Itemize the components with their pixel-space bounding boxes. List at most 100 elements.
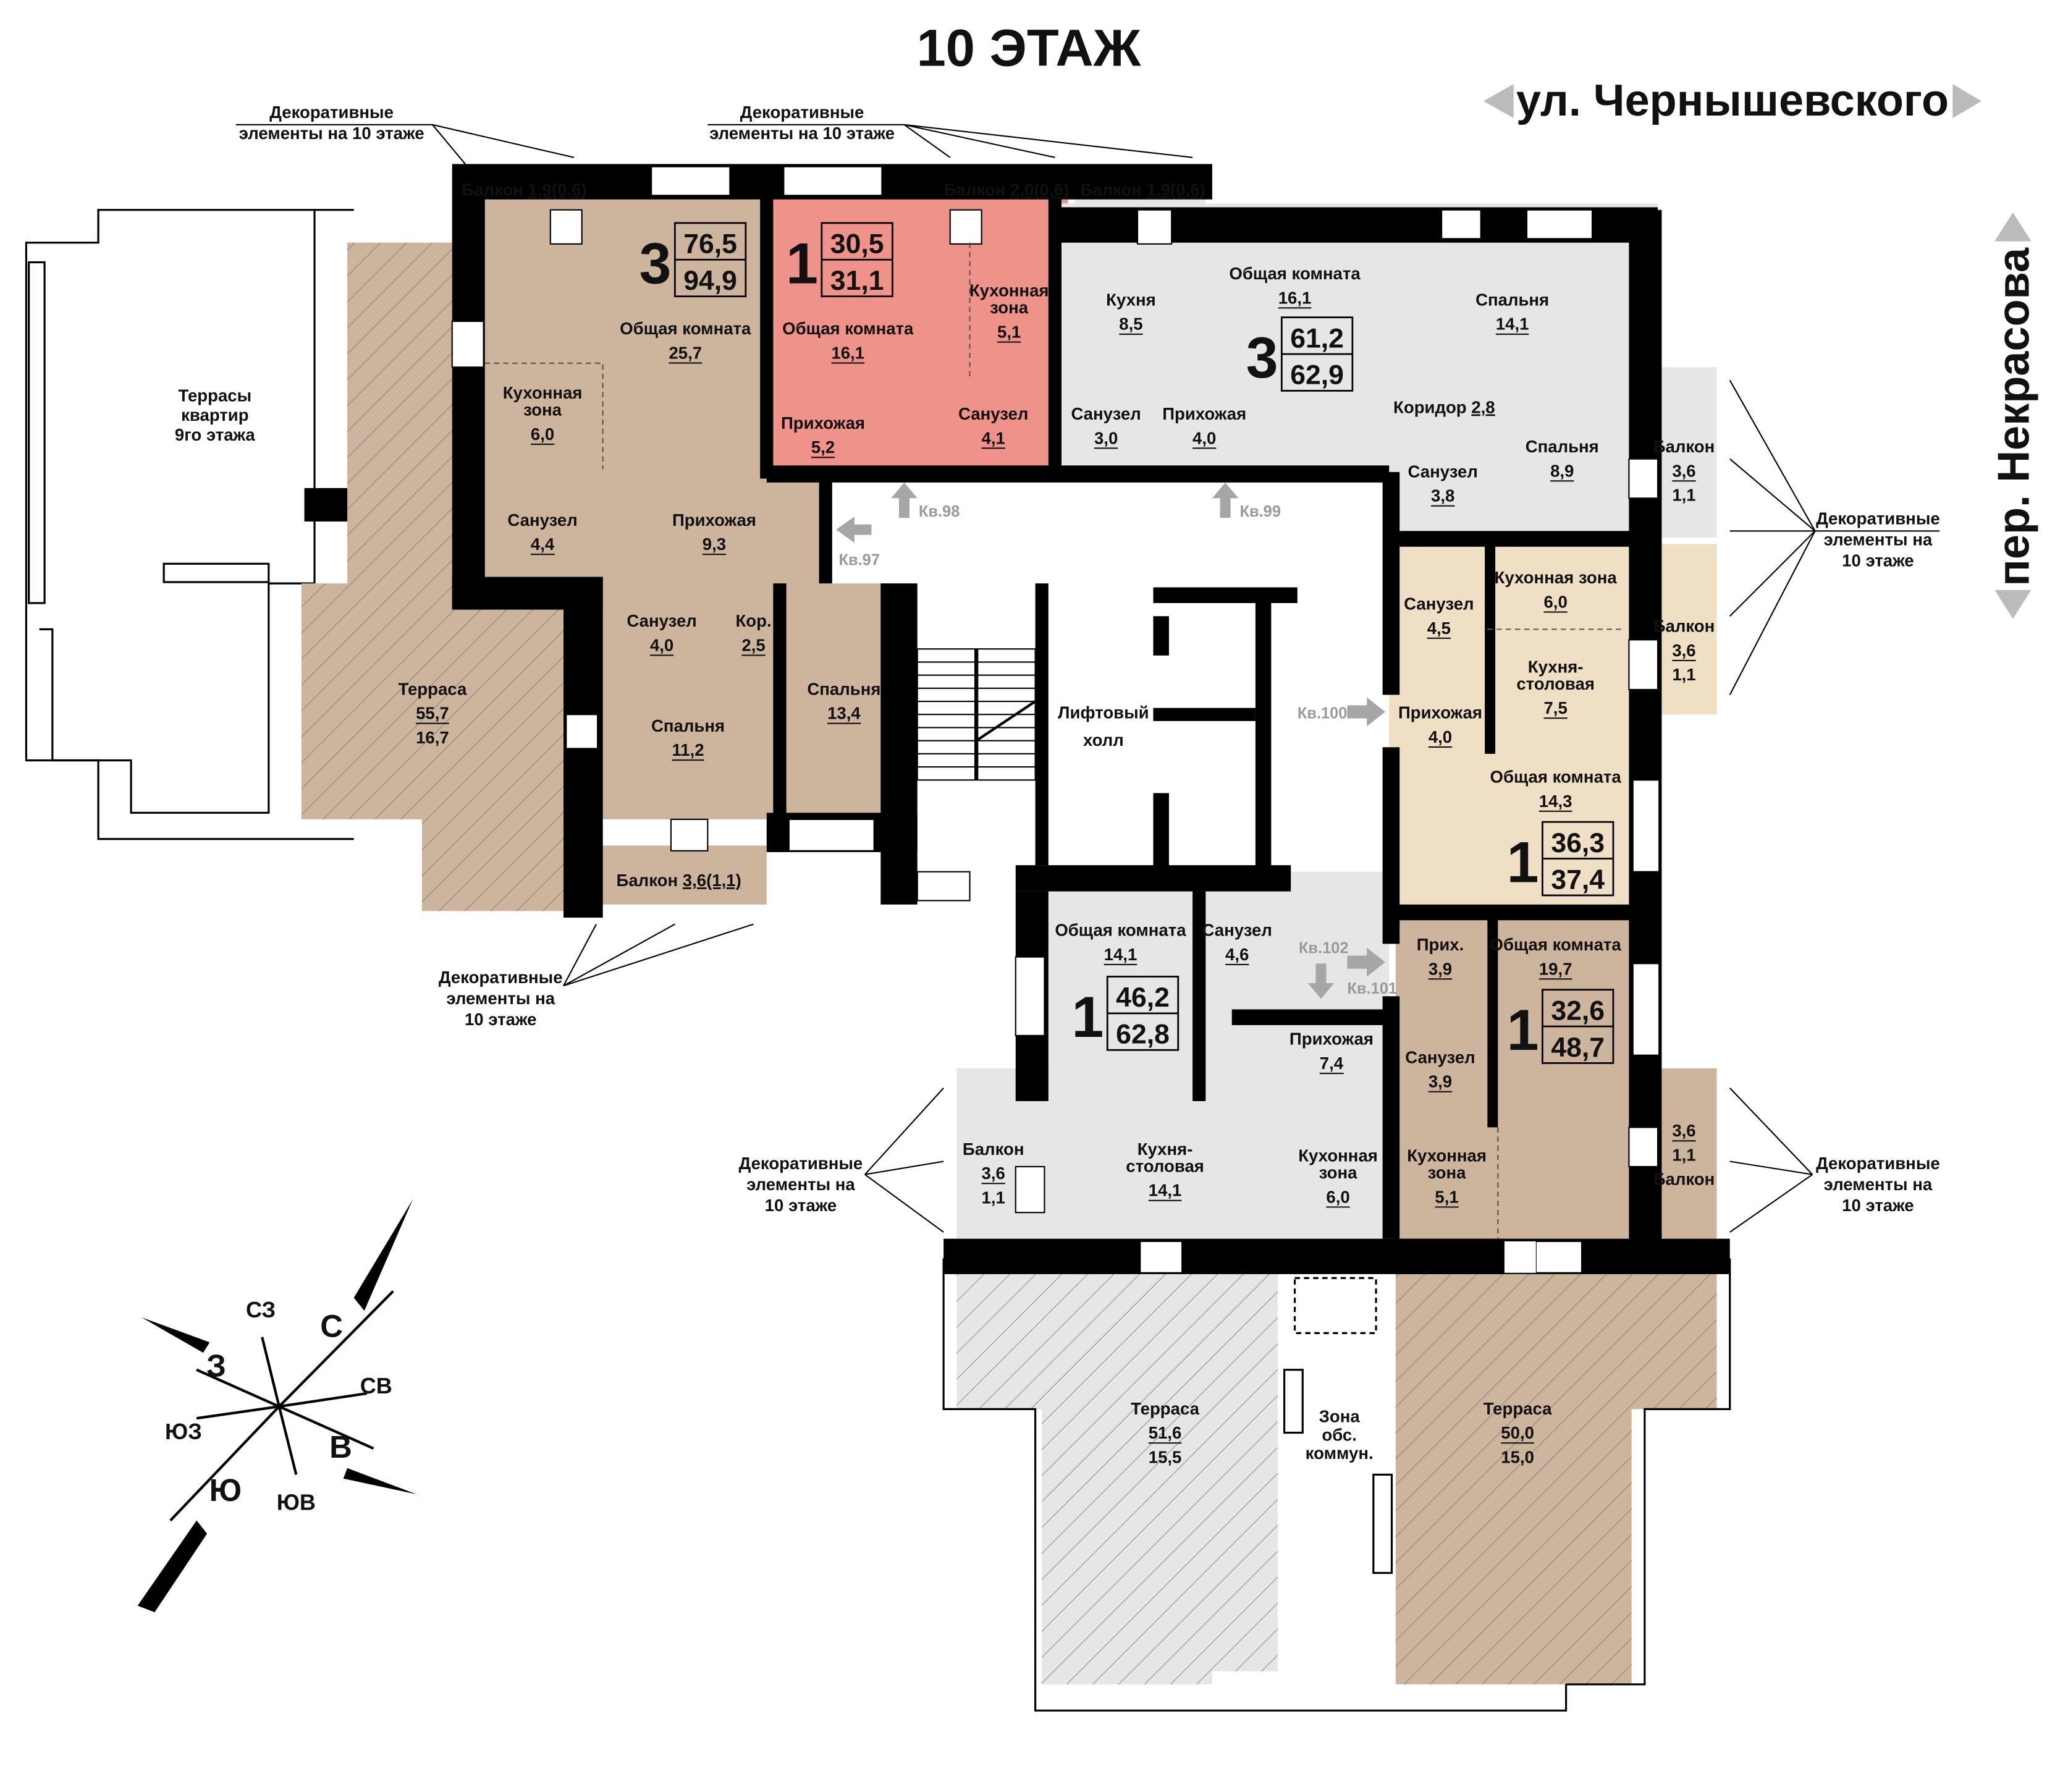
room-name: Балкон	[1080, 180, 1142, 199]
room-area: 2,5	[741, 635, 765, 654]
stairs	[916, 648, 1036, 781]
room-area: 7,5	[1543, 698, 1567, 717]
room-name: зона	[1428, 1163, 1466, 1182]
arrow-down-icon	[1994, 590, 2032, 619]
badge-full-area: 62,8	[1116, 1020, 1170, 1050]
room-area: 8,9	[1550, 461, 1574, 480]
decor-label: Декоративные	[740, 103, 864, 122]
decor-label: 10 этаже	[465, 1010, 537, 1029]
room-name: Спальня	[807, 679, 880, 698]
room-name-area: Балкон 2,0(0,6)	[944, 180, 1069, 199]
room-label: Балкон 3,6(1,1)	[617, 871, 741, 890]
room-label: Балкон 1,9(0,6)	[462, 180, 586, 199]
room-area: 14,3	[1539, 792, 1572, 811]
decor-label: Декоративные	[739, 1154, 863, 1173]
entrance-label: Кв.100	[1298, 705, 1348, 722]
room-area-secondary: 16,7	[416, 728, 449, 747]
room-name: Санузел	[1405, 1047, 1475, 1067]
room-area: 7,4	[1320, 1054, 1344, 1073]
room-area: 2,8	[1471, 397, 1495, 416]
dashed-zone-lines	[484, 242, 1626, 1239]
room-name: зона	[523, 400, 562, 420]
compass-n: С	[320, 1309, 343, 1344]
room-area: 5,1	[1435, 1187, 1458, 1206]
common-area-label: квартир	[181, 405, 248, 425]
room-name-area: Коридор 2,8	[1393, 397, 1495, 416]
room-label: Коридор 2,8	[1393, 397, 1495, 416]
room-area: 14,1	[1149, 1181, 1182, 1200]
arrow-left-icon	[1483, 84, 1514, 119]
room-name: Балкон	[944, 180, 1006, 199]
decor-label: элементы на	[446, 989, 555, 1008]
room-area: 4,0	[1429, 727, 1452, 746]
common-area-label: Зона	[1319, 1407, 1361, 1426]
room-name: Кухня	[1106, 290, 1156, 309]
decor-label: Декоративные	[439, 968, 563, 987]
decor-label: элементы на	[1824, 1175, 1933, 1194]
common-area-label: 9го этажа	[175, 425, 256, 444]
room-name: Терраса	[399, 679, 467, 698]
room-area: 1,9(0,6)	[1147, 180, 1205, 199]
decor-label: элементы на	[1824, 530, 1933, 549]
badge-full-area: 94,9	[683, 266, 737, 296]
entrance-arrow-icon	[891, 482, 918, 518]
compass-rose	[137, 1199, 417, 1613]
west-arrow-icon	[141, 1317, 210, 1353]
room-area: 8,5	[1119, 315, 1142, 334]
badge-total-area: 76,5	[683, 229, 737, 260]
room-area: 14,1	[1496, 315, 1529, 334]
room-name: Общая комната	[782, 319, 914, 338]
street-top: ул. Чернышевского	[1483, 76, 1982, 125]
room-name: Балкон	[1653, 1170, 1715, 1189]
room-name-area: Балкон 3,6(1,1)	[617, 871, 741, 890]
room-label: Балкон 2,0(0,6)	[944, 180, 1069, 199]
decor-label: 10 этаже	[765, 1196, 837, 1215]
room-name: Кор.	[735, 611, 771, 630]
decor-label: Декоративные	[1816, 509, 1940, 528]
room-name: Кухонная	[1298, 1146, 1378, 1165]
terrace-55	[301, 242, 564, 911]
room-area: 3,9	[1429, 959, 1452, 978]
common-area-label: холл	[1083, 730, 1124, 750]
north-arrow-icon	[353, 1199, 413, 1311]
room-area: 4,1	[982, 428, 1005, 447]
entrance-arrow-icon	[1212, 482, 1239, 518]
room-area: 9,3	[703, 535, 726, 554]
windows	[451, 166, 1660, 1274]
room-name: Санузел	[1404, 594, 1474, 614]
room-name: Кухонная	[969, 281, 1049, 300]
badge-full-area: 48,7	[1551, 1033, 1605, 1063]
room-name: Прихожая	[672, 510, 756, 530]
room-name: Спальня	[651, 716, 725, 735]
room-area: 3,6	[982, 1164, 1005, 1183]
terrace-51	[956, 1271, 1278, 1684]
room-area: 6,0	[1543, 592, 1567, 611]
room-area: 4,0	[1192, 428, 1216, 447]
room-area: 3,6	[1672, 461, 1695, 480]
room-area: 19,7	[1539, 959, 1572, 978]
badge-total-area: 46,2	[1116, 983, 1170, 1013]
room-area: 16,1	[831, 343, 864, 362]
room-name: Терраса	[1131, 1399, 1199, 1418]
room-name: Балкон	[462, 180, 523, 199]
room-area-secondary: 1,1	[982, 1188, 1005, 1207]
apartment-1-32	[1395, 917, 1717, 1239]
